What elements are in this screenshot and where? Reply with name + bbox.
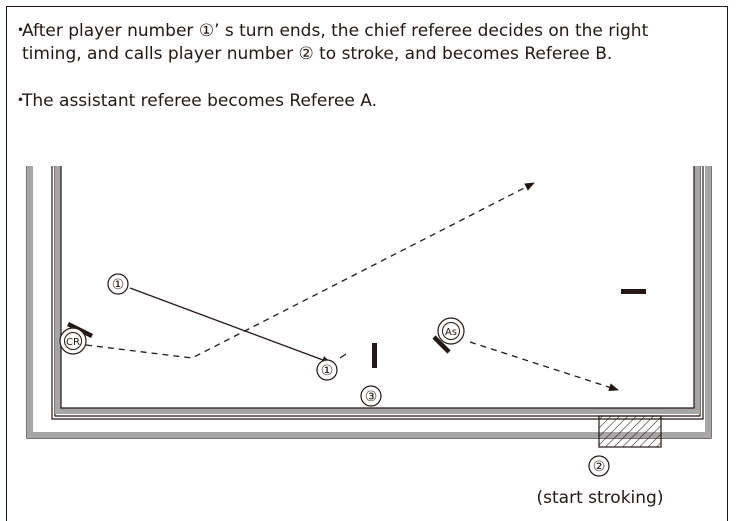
- gate-bar: [621, 289, 646, 294]
- chief-referee-label: CR: [66, 337, 80, 348]
- instruction-text-1: After player number ①’ s turn ends, the …: [22, 21, 649, 64]
- instruction-bullet-2: ・ The assistant referee becomes Referee …: [12, 90, 712, 113]
- player-1-end-marker: ①: [316, 353, 347, 381]
- player-1-start-marker: ①: [107, 273, 129, 295]
- bullet-marker: ・: [12, 21, 29, 41]
- gate-post: [372, 343, 377, 368]
- chief-referee-path-arrow: [85, 182, 535, 359]
- instruction-text-2: The assistant referee becomes Referee A.: [22, 91, 378, 111]
- assistant-referee-path-arrow: [469, 341, 619, 392]
- player-3-label: ③: [365, 389, 378, 405]
- frame-border: [6, 6, 728, 521]
- player-2-label: ②: [593, 459, 606, 475]
- assistant-referee-label: As: [445, 327, 457, 338]
- start-zone: [598, 415, 662, 448]
- player-2-marker: ②: [588, 455, 610, 477]
- player-1-path-arrow: [129, 287, 332, 364]
- player-1-end-label: ①: [321, 363, 334, 379]
- instruction-bullet-1: ・ After player number ①’ s turn ends, th…: [12, 20, 712, 66]
- assistant-referee-marker: As: [432, 317, 465, 354]
- player-3-marker: ③: [360, 385, 382, 407]
- player-1-start-label: ①: [112, 277, 125, 293]
- chief-referee-marker: CR: [59, 321, 94, 355]
- start-stroking-label: (start stroking): [537, 488, 664, 508]
- court-wall: [26, 166, 712, 439]
- bullet-marker: ・: [12, 91, 29, 111]
